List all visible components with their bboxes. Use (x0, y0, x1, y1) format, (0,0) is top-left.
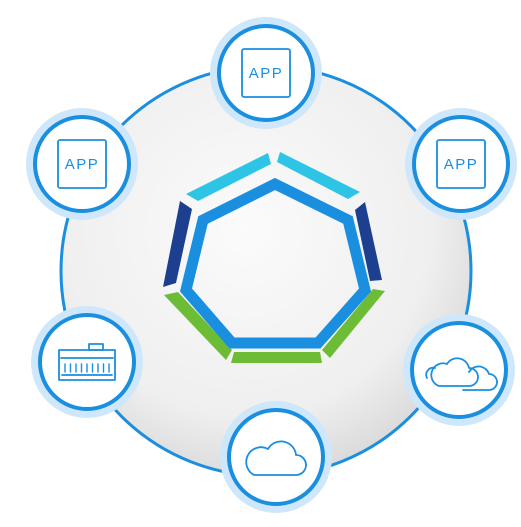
cloud-shape (462, 365, 498, 391)
app-label: APP (444, 156, 479, 173)
app-box-icon: APP (436, 139, 486, 189)
cloud-shape (430, 357, 479, 387)
hub-segment-right (355, 202, 382, 281)
app-label: APP (249, 65, 284, 82)
node-top: APP (210, 17, 322, 129)
cloud-icon (245, 440, 307, 476)
hub-segment-bottom (231, 352, 322, 363)
app-box-frame (57, 139, 107, 189)
app-label: APP (65, 156, 100, 173)
app-box-frame (241, 48, 291, 98)
multi-cloud-icon (425, 357, 498, 391)
hub-segment-left (163, 201, 192, 287)
hub-segment-lower-left (164, 292, 232, 360)
app-box-frame (436, 139, 486, 189)
cloud-shape (425, 366, 436, 379)
node-circle (227, 408, 325, 506)
hub-segment-lower-right (322, 289, 385, 358)
app-box-icon: APP (241, 48, 291, 98)
node-bottom (220, 401, 332, 513)
node-circle (38, 313, 136, 411)
hub-segment-top-left (186, 153, 271, 201)
node-circle (410, 321, 508, 419)
node-lower-right (403, 314, 515, 426)
app-box-icon: APP (57, 139, 107, 189)
building-icon (58, 343, 116, 381)
hub-segment-top-right (277, 152, 360, 199)
building-body (58, 349, 116, 381)
node-lower-left (31, 306, 143, 418)
cloud-shape (245, 440, 307, 476)
node-upper-right: APP (405, 108, 517, 220)
node-upper-left: APP (26, 108, 138, 220)
building-roof-unit (88, 343, 104, 351)
hub-inner-heptagon (179, 177, 372, 349)
heptagon-hub-icon (163, 152, 385, 363)
